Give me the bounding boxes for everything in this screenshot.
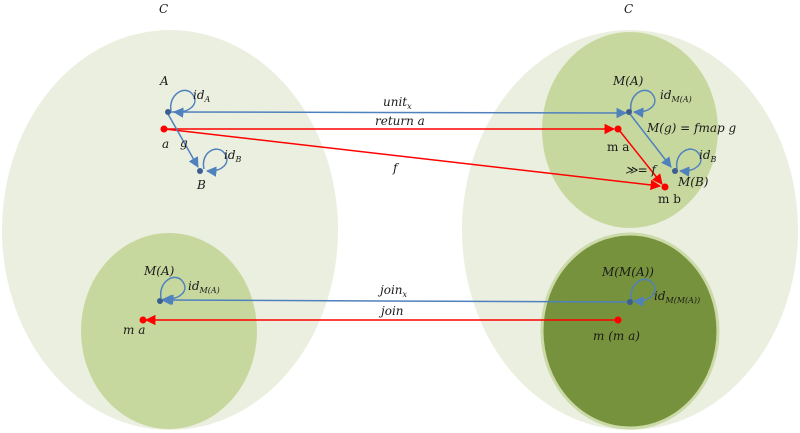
label-join-x: joinx [377, 283, 408, 299]
label-MA-top: M(A) [612, 74, 644, 88]
dot-MA-bottom [157, 298, 163, 304]
label-B: B [196, 178, 206, 192]
dot-MA-top [626, 109, 632, 115]
id-MB-base: id [699, 148, 711, 162]
id-MA-top-sub: M(A) [671, 95, 692, 104]
label-return: return a [375, 114, 425, 128]
unit-sub: x [407, 102, 412, 111]
label-mb: m b [658, 192, 681, 206]
id-mb-loop [676, 148, 702, 177]
id-A-base: id [193, 88, 205, 102]
id-ma-top-loop [630, 89, 656, 118]
label-ma-bottom: m a [123, 323, 145, 337]
right-category-label: C [624, 2, 633, 16]
dot-MB [672, 168, 678, 174]
label-id-MB: idB [699, 148, 717, 164]
fmap-arrow [629, 113, 672, 168]
label-f: f [392, 161, 400, 175]
id-MMA-sub: M(M(A)) [665, 296, 701, 305]
label-id-MMA: idM(M(A)) [654, 289, 700, 305]
label-join: join [378, 304, 404, 318]
left-bottom-ellipse [81, 233, 257, 429]
join-x-base: join [377, 283, 403, 297]
dot-mb [661, 183, 669, 191]
id-b-loop [202, 148, 228, 177]
dot-mma [614, 316, 622, 324]
id-A-sub: A [204, 95, 211, 104]
label-g: g [180, 136, 188, 150]
id-MB-sub: B [710, 155, 717, 164]
label-mma: m (m a) [593, 329, 640, 343]
label-id-A: idA [193, 88, 211, 104]
dot-a [160, 125, 168, 133]
id-ma-bottom-loop [160, 276, 186, 305]
id-MA-bottom-sub: M(A) [199, 286, 220, 295]
label-unit: unitx [383, 95, 412, 111]
bind-arrow [618, 129, 663, 185]
label-a: a [162, 137, 169, 151]
id-MMA-base: id [654, 289, 666, 303]
join-x-arrow [160, 294, 629, 306]
id-MA-bottom-base: id [188, 279, 200, 293]
g-arrow [167, 113, 199, 168]
id-a-loop [170, 89, 196, 118]
label-id-MA-bottom: idM(A) [188, 279, 220, 295]
unit-arrow [169, 107, 628, 119]
dot-A [165, 109, 171, 115]
label-ma-top: m a [607, 140, 629, 154]
label-id-MA-top: idM(A) [660, 88, 692, 104]
id-B-sub: B [235, 155, 242, 164]
id-B-base: id [224, 148, 236, 162]
label-fmap: M(g) = fmap g [646, 121, 736, 135]
dot-MMA [627, 299, 633, 305]
right-top-ellipse [542, 32, 718, 228]
join-x-sub: x [403, 290, 408, 299]
label-MB: M(B) [677, 175, 709, 189]
right-bottom-ellipse [540, 232, 720, 430]
label-MA-bottom: M(A) [143, 264, 175, 278]
id-mma-loop [630, 278, 656, 307]
left-category-label: C [159, 2, 168, 16]
label-id-B: idB [224, 148, 242, 164]
dot-B [197, 168, 203, 174]
id-MA-top-base: id [660, 88, 672, 102]
label-bind: ≫= f [625, 163, 658, 177]
label-A: A [159, 74, 169, 88]
dot-ma-top [614, 125, 622, 133]
label-MMA: M(M(A)) [601, 265, 654, 279]
unit-base: unit [383, 95, 407, 109]
f-arrow [164, 128, 662, 191]
dot-ma-bottom [139, 316, 147, 324]
